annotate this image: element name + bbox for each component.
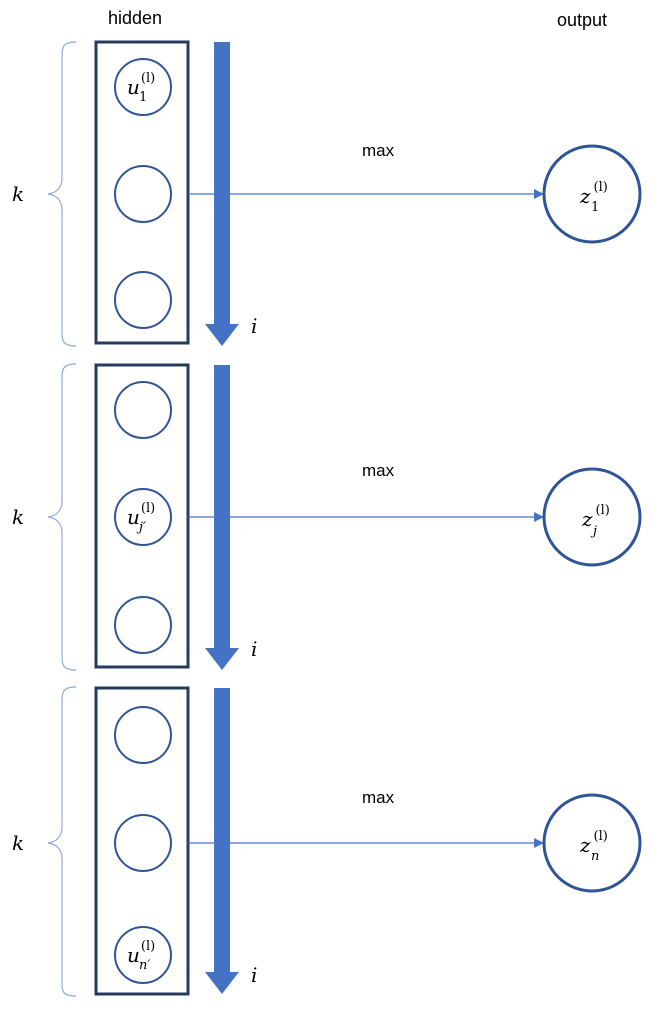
i-direction-arrow-shaft <box>214 688 230 972</box>
hidden-node <box>114 58 172 116</box>
hidden-node <box>114 488 172 546</box>
output-node <box>542 467 642 567</box>
hidden-node <box>114 165 172 223</box>
output-node <box>542 144 642 244</box>
output-node <box>542 793 642 893</box>
max-label: max <box>362 141 395 160</box>
hidden-node <box>114 706 172 764</box>
i-direction-arrow-shaft <box>214 42 230 324</box>
i-direction-arrow-head <box>205 648 239 670</box>
group-2: k u(l) j′ i max z(l) j <box>12 363 642 671</box>
hidden-node <box>114 596 172 654</box>
output-node-subscript: 1 <box>591 200 599 215</box>
group-3: k u(l) n′ i max z(l) n <box>12 686 642 997</box>
output-node-label: z(l) <box>579 180 608 208</box>
hidden-node-subscript: n′ <box>139 958 150 973</box>
hidden-node-label: u(l) <box>127 501 155 529</box>
i-direction-arrow-head <box>205 324 239 346</box>
hidden-header: hidden <box>108 8 162 28</box>
output-node-label: z(l) <box>579 829 608 857</box>
k-brace <box>47 363 77 671</box>
i-direction-arrow-shaft <box>214 365 230 648</box>
group-1: k u(l) 1 i max z(l) 1 <box>12 40 642 347</box>
i-direction-arrow-head <box>205 972 239 994</box>
output-node-subscript: j <box>590 524 597 539</box>
hidden-node-subscript: 1 <box>139 90 147 105</box>
i-label: i <box>251 963 257 987</box>
i-label: i <box>251 637 257 661</box>
k-label: k <box>12 831 24 855</box>
hidden-node <box>114 926 172 984</box>
hidden-unit-box <box>94 40 190 345</box>
max-label: max <box>362 788 395 807</box>
k-label: k <box>12 505 24 529</box>
hidden-node <box>114 381 172 439</box>
hidden-node <box>114 814 172 872</box>
hidden-node-label: u(l) <box>127 71 155 99</box>
k-label: k <box>12 182 24 206</box>
output-node-subscript: n <box>591 849 599 864</box>
k-brace <box>47 686 77 997</box>
k-brace <box>47 41 77 347</box>
hidden-unit-box <box>94 686 190 996</box>
hidden-node-subscript: j′ <box>136 520 146 535</box>
hidden-node <box>114 271 172 329</box>
max-label: max <box>362 461 395 480</box>
hidden-unit-box <box>94 363 190 669</box>
output-node-label: z(l) <box>581 503 610 531</box>
output-header: output <box>557 10 607 30</box>
i-label: i <box>251 314 257 338</box>
hidden-node-label: u(l) <box>127 939 155 967</box>
